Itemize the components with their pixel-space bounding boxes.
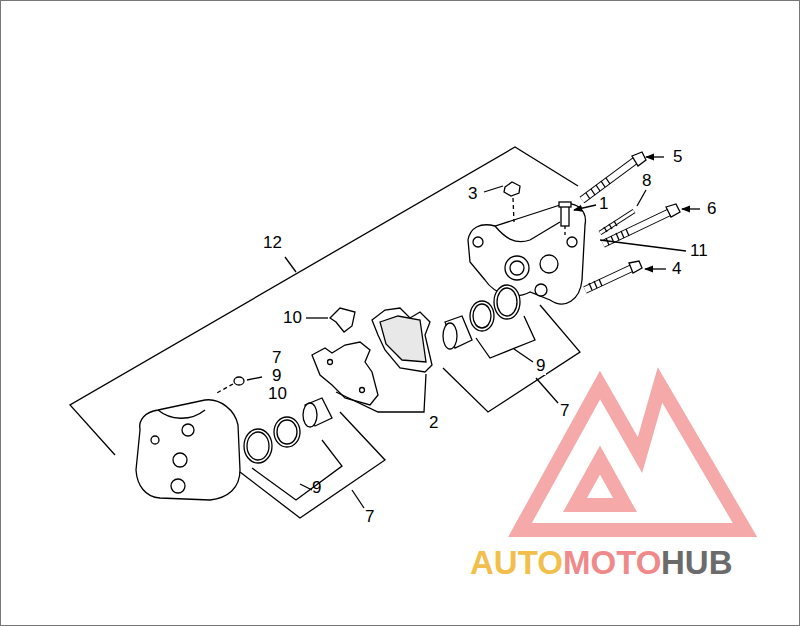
callout-number: 7	[364, 508, 375, 526]
callout-number: 9	[535, 357, 546, 375]
callout-number: 7	[271, 349, 282, 367]
callout-number: 3	[467, 185, 478, 203]
callout-number: 9	[311, 479, 322, 497]
watermark-text: HUB	[661, 545, 733, 581]
watermark-text: MOTO	[563, 545, 661, 581]
watermark-text: AUTO	[470, 545, 563, 581]
callout-number: 10	[282, 309, 303, 327]
callout-number: 11	[689, 242, 709, 260]
callout-number: 4	[671, 260, 682, 278]
callout-number: 6	[706, 200, 717, 218]
callout-number: 10	[267, 385, 288, 403]
callout-number: 2	[428, 414, 439, 432]
callout-number: 12	[262, 234, 283, 252]
callout-number: 7	[559, 402, 570, 420]
callout-number: 8	[641, 172, 652, 190]
callout-number: 1	[598, 195, 609, 213]
callout-number: 9	[271, 367, 282, 385]
callout-number: 5	[672, 148, 683, 166]
